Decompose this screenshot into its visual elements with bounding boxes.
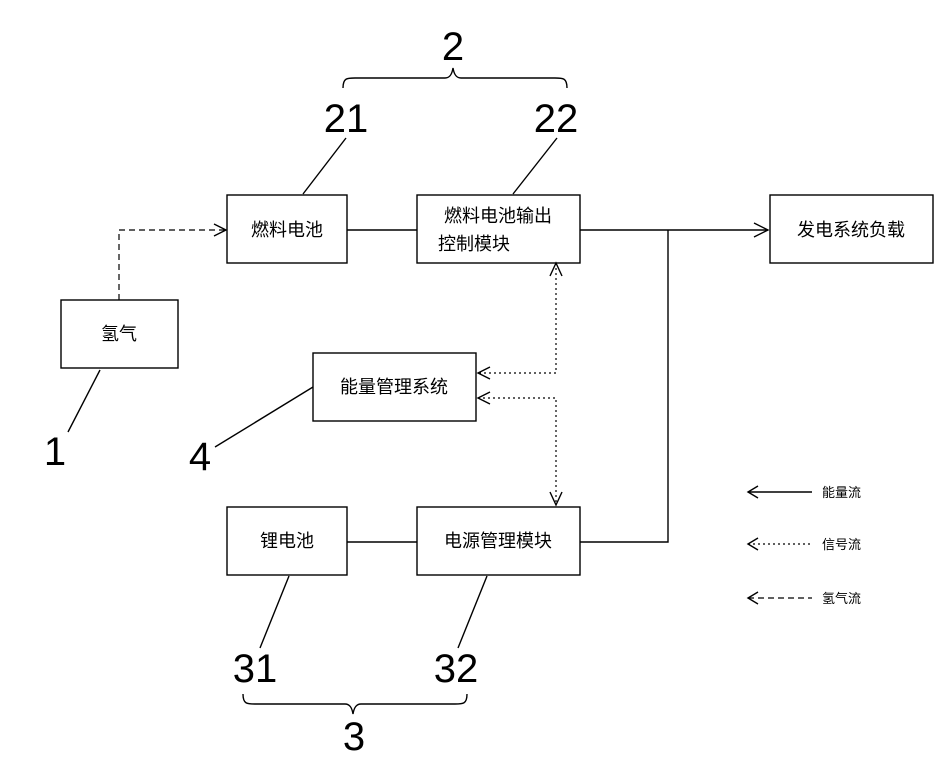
signal-arrow-power — [550, 492, 562, 505]
leader-1 — [68, 370, 100, 432]
ref-32: 32 — [434, 647, 479, 691]
ref-31: 31 — [233, 647, 278, 691]
hydrogen-flow-line — [119, 230, 225, 300]
ref-3: 3 — [343, 715, 365, 759]
leader-4 — [215, 387, 313, 447]
legend-signal-label: 信号流 — [822, 538, 861, 553]
brace-group-3 — [243, 694, 467, 714]
power-mgmt-label: 电源管理模块 — [444, 531, 552, 552]
fc-output-label-line2: 控制模块 — [438, 234, 510, 255]
leader-21 — [303, 138, 346, 194]
leader-32 — [458, 576, 487, 648]
ref-1: 1 — [44, 430, 66, 474]
ref-4: 4 — [189, 435, 211, 479]
leader-31 — [260, 576, 289, 648]
legend-hydrogen-label: 氢气流 — [822, 591, 861, 607]
signal-ems-power-line — [478, 398, 556, 505]
fuel-cell-label: 燃料电池 — [251, 220, 323, 241]
load-label: 发电系统负载 — [797, 220, 905, 241]
ems-label: 能量管理系统 — [340, 377, 448, 398]
ref-21: 21 — [324, 97, 369, 141]
ref-22: 22 — [534, 97, 579, 141]
signal-fc-ems-line — [478, 263, 556, 373]
fc-output-label-line1: 燃料电池输出 — [444, 206, 552, 227]
legend-energy-label: 能量流 — [822, 486, 861, 501]
leader-22 — [513, 138, 557, 194]
brace-group-2 — [343, 68, 567, 88]
hydrogen-label: 氢气 — [101, 324, 137, 345]
li-battery-label: 锂电池 — [260, 531, 314, 552]
legend: 能量流 信号流 氢气流 — [748, 486, 861, 607]
ref-2: 2 — [442, 25, 464, 69]
power-to-bus-line — [580, 230, 668, 542]
